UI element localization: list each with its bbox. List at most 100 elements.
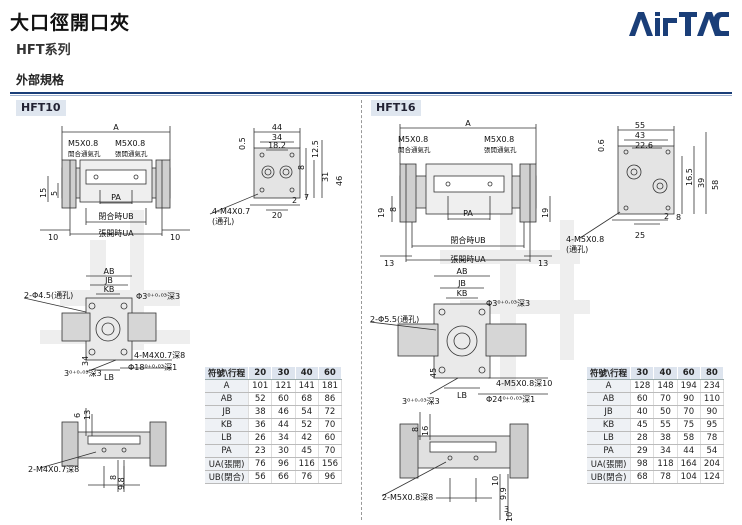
- port-note-1: 開合通氣孔: [398, 145, 431, 154]
- dim-a: A: [113, 123, 119, 132]
- tap3-label: 2-M5X0.8深8: [382, 493, 433, 502]
- model-tag-hft10: HFT10: [16, 100, 66, 116]
- table-cell: 156: [318, 457, 343, 471]
- table-cell: 40: [630, 405, 655, 419]
- table-cell: 76: [248, 457, 273, 471]
- table-cell: 70: [318, 444, 343, 458]
- dim-8b: 8: [676, 213, 681, 222]
- hft16-drawings: A M5X0.8 開合通氣孔 M5X0.8 張開通氣孔 PA 閉合時UB 張開時…: [369, 119, 720, 522]
- dim-25: 25: [635, 231, 645, 240]
- table-cell: 90: [700, 405, 725, 419]
- port-note-2: 張開通氣孔: [484, 145, 517, 154]
- series-name: HFT系列: [16, 43, 71, 58]
- row-label: PA: [205, 444, 250, 458]
- table-cell: 96: [318, 470, 343, 484]
- table-cell: 23: [248, 444, 273, 458]
- dim-34v: 34: [81, 356, 90, 366]
- dim-20: 20: [272, 211, 282, 220]
- table-header: 符號\行程: [587, 367, 632, 380]
- table-cell: 55: [653, 418, 678, 432]
- dim-10b: 10: [170, 233, 180, 242]
- row-label: AB: [205, 392, 250, 406]
- dim-2: 2: [664, 212, 669, 221]
- table-cell: 52: [248, 392, 273, 406]
- column-divider: [361, 100, 362, 520]
- table-cell: 181: [318, 379, 343, 393]
- row-label: UB(閉合): [587, 470, 632, 484]
- dim-9-8: 9.8: [117, 477, 126, 490]
- dim-0-5: 0.5: [238, 137, 247, 150]
- dim-pa: PA: [463, 209, 473, 218]
- dim-ub: 閉合時UB: [98, 211, 133, 221]
- row-label: UA(張開): [205, 457, 250, 471]
- dim-8: 8: [389, 207, 398, 212]
- dim-ab: AB: [104, 267, 115, 276]
- table-cell: 68: [630, 470, 655, 484]
- dim-3: 3: [504, 505, 509, 514]
- table-header: 40: [653, 367, 678, 380]
- table-cell: 45: [295, 444, 319, 458]
- table-cell: 52: [295, 418, 319, 432]
- dim-18-2: 18.2: [268, 141, 286, 150]
- dim-31: 31: [321, 172, 330, 182]
- row-label: A: [587, 379, 632, 393]
- dim-16-5: 16.5: [685, 168, 694, 186]
- dim-jb: JB: [104, 276, 113, 285]
- port-note-2: 張開通氣孔: [115, 149, 148, 158]
- table-cell: 28: [630, 431, 655, 445]
- port-note-1: 開合通氣孔: [68, 149, 101, 158]
- table-header: 60: [677, 367, 701, 380]
- table-cell: 78: [700, 431, 725, 445]
- dim-16: 16: [421, 426, 430, 436]
- table-cell: 75: [677, 418, 701, 432]
- dim-43: 43: [635, 131, 645, 140]
- table-cell: 42: [295, 431, 319, 445]
- dim-13b: 13: [538, 259, 548, 268]
- dim-8c: 8: [411, 427, 420, 432]
- tap-note: (通孔): [212, 216, 234, 226]
- table-cell: 38: [653, 431, 678, 445]
- tap2-label: 4-M5X0.8深10: [496, 379, 552, 388]
- dim-pa: PA: [111, 193, 121, 202]
- dim-lb: LB: [104, 373, 114, 382]
- table-cell: 70: [653, 392, 678, 406]
- tap-label: 4-M5X0.8: [566, 235, 604, 244]
- port-label-1: M5X0.8: [398, 135, 428, 144]
- dim-a: A: [465, 119, 471, 128]
- dim-0-6: 0.6: [597, 139, 606, 152]
- dim-kb: KB: [104, 285, 115, 294]
- dim-ab: AB: [457, 267, 468, 276]
- hole-label: 2-Φ5.5(通孔): [370, 314, 419, 324]
- table-cell: 50: [653, 405, 678, 419]
- row-label: LB: [205, 431, 250, 445]
- table-header: 40: [295, 367, 319, 380]
- table-cell: 68: [295, 392, 319, 406]
- table-cell: 164: [677, 457, 701, 471]
- dim-5: 5: [50, 191, 59, 196]
- table-header: 符號\行程: [205, 367, 250, 380]
- table-cell: 46: [271, 405, 296, 419]
- pin2-label: 3⁰⁺⁰·⁰³深3: [402, 397, 440, 406]
- tap-note: (通孔): [566, 244, 588, 254]
- dim-12-5: 12.5: [311, 140, 320, 158]
- row-label: PA: [587, 444, 632, 458]
- dim-7: 7: [304, 193, 309, 202]
- bore-label: Φ18⁰⁺⁰·⁰³深1: [128, 363, 177, 372]
- table-cell: 204: [700, 457, 725, 471]
- table-cell: 44: [271, 418, 296, 432]
- dim-22-6: 22.6: [635, 141, 653, 150]
